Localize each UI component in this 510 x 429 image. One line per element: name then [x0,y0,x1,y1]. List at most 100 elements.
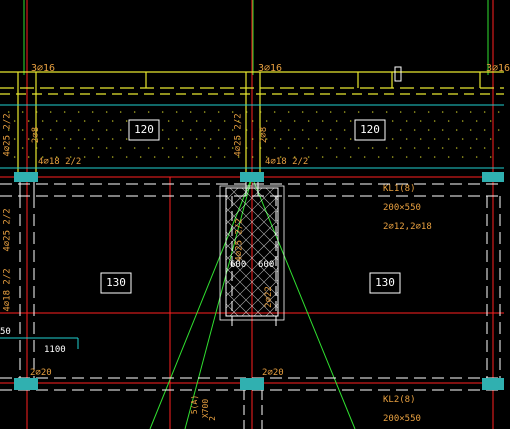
slab-dot [209,138,212,140]
hatch-line [226,188,263,225]
slab-dot [203,147,206,149]
slab-dot [195,120,198,122]
slab-dot [83,138,86,140]
hatch-line [253,188,278,213]
slab-dot [391,120,394,122]
vert-label-left-2: 2⌀8 [31,126,42,144]
hatch-line [226,207,278,261]
slab-dot [273,111,276,113]
slab-thickness-right: 120 [360,123,380,136]
slab-dot [105,129,108,131]
slab-dot [399,111,402,113]
slab-dot [147,111,150,113]
slab-dot [433,120,436,122]
hatch-line [226,291,251,316]
column-top-right [482,172,504,182]
slab-dot [175,111,178,113]
slab-dot [41,120,44,122]
slab-dot [489,120,492,122]
slab-dot [447,156,450,158]
column-top-mid [240,172,264,182]
slab-dot [69,138,72,140]
slab-dot [217,111,220,113]
hatch-line [265,303,278,316]
slab-dot [245,147,248,149]
slab-dot [301,129,304,131]
slab-dot [231,129,234,131]
slab-dot [49,147,52,149]
vert-label-mid-2: 2⌀8 [259,126,270,144]
slab-dot [167,138,170,140]
bottom-fragment-3: 2 [207,416,217,421]
slab-dot [223,156,226,158]
slab-dot [273,129,276,131]
slab-dot [125,138,128,140]
marker-box [394,66,402,82]
slab-dot [447,120,450,122]
slab-dot [189,147,192,149]
slab-dot [245,111,248,113]
slab-dot [399,129,402,131]
slab-dot [217,147,220,149]
slab-dot [349,156,352,158]
slab-dot [343,129,346,131]
slab-dot [461,138,464,140]
hatch-line [226,255,278,309]
slab-dot [97,156,100,158]
slab-dot [301,111,304,113]
slab-dot [35,111,38,113]
slab-boundaries [0,104,504,349]
slab-dot [483,111,486,113]
dim-600-left: 600 [230,260,247,270]
slab-dot [441,147,444,149]
slab-dot [69,120,72,122]
slab-dot [315,129,318,131]
column-top-left [14,172,38,182]
slab-dot [293,120,296,122]
slab-dot [301,147,304,149]
slab-dot [349,120,352,122]
slab-dot [321,156,324,158]
vert-label-left-1: 4⌀25 2/2 [2,113,13,157]
slab-dot [357,111,360,113]
green-guides [23,0,489,429]
slab-dot [251,156,254,158]
slab-dot [63,111,66,113]
hatch-line [226,219,278,273]
slab-dot [371,147,374,149]
slab-dot [223,120,226,122]
slab-dot [217,129,220,131]
dim-600-right: 600 [258,260,275,270]
slab-dot [321,120,324,122]
slab-dot [461,156,464,158]
slab-dot [41,156,44,158]
slab-dot [203,129,206,131]
slab-dot [237,156,240,158]
slab-dot [111,120,114,122]
column-stubs [19,182,259,196]
slab-dot [391,138,394,140]
slab-dot [419,156,422,158]
slab-dot [349,138,352,140]
beam-label-left: 4⌀18 2/2 [38,157,82,167]
slab-dot [329,147,332,149]
slab-dot [307,156,310,158]
dim-50: 50 [0,327,11,337]
slab-thickness-lower-left: 130 [106,276,126,289]
beam-kl1-size: 200×550 [383,203,421,213]
slab-dot [7,147,10,149]
slab-dot [419,120,422,122]
slab-dot [147,147,150,149]
col-label-left-1: 4⌀25 2/2 [2,208,13,252]
slab-dot [77,147,80,149]
slab-dot [69,156,72,158]
slab-dot [293,138,296,140]
slab-dot [371,111,374,113]
slab-dot [427,111,430,113]
slab-dot [237,120,240,122]
slab-dot [119,147,122,149]
slab-dot [167,156,170,158]
top-rebar-left-label: 3⌀16 [31,63,56,74]
slab-dot [125,120,128,122]
